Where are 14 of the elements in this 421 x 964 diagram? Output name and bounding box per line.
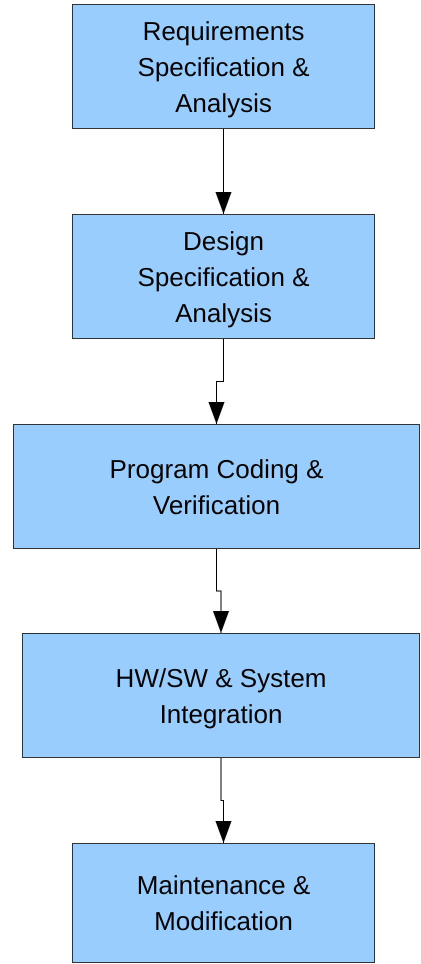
arrow: [215, 758, 232, 844]
box-label: HW/SW & System Integration: [114, 662, 328, 730]
process-box: [72, 4, 375, 129]
arrow: [215, 128, 232, 214]
arrow: [208, 338, 225, 424]
arrow: [212, 548, 230, 634]
box-label: Maintenance & Modification: [136, 869, 312, 938]
box-label: Requirements Specification & Analysis: [136, 14, 310, 120]
box-label: Program Coding & Verification: [108, 452, 324, 522]
box-label: Design Specification & Analysis: [136, 224, 310, 330]
process-box: [13, 424, 420, 549]
process-box: [72, 843, 375, 963]
process-box: [22, 633, 420, 758]
process-box: [72, 214, 375, 339]
